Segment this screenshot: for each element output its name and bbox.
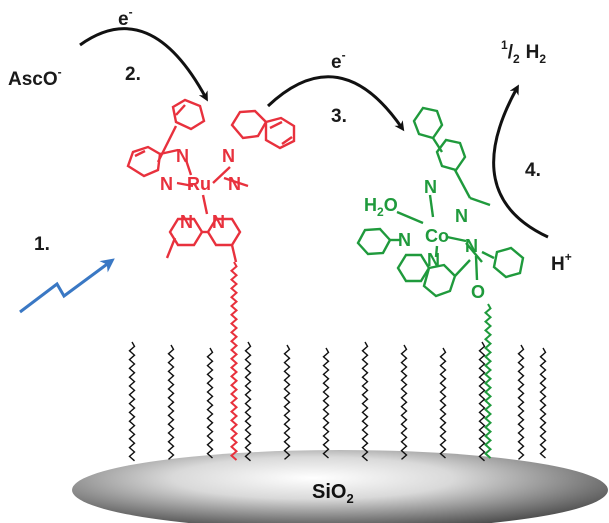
alkyl-chain <box>283 344 291 460</box>
surface-label: SiO2 <box>312 481 354 506</box>
ru-n-top-right: N <box>222 146 235 166</box>
reductant-label: AscO- <box>8 65 62 90</box>
step-2-label: 2. <box>125 64 141 85</box>
silica-surface: SiO2 <box>72 450 608 523</box>
arrow-step2 <box>79 27 208 102</box>
co-n-right: N <box>465 236 478 256</box>
alkyl-chain <box>539 347 547 459</box>
ru-n-right: N <box>228 174 241 194</box>
arrow-step3 <box>266 75 405 132</box>
ru-complex <box>126 98 296 263</box>
alkyl-chain <box>439 347 447 459</box>
co-anchor-o: O <box>471 282 485 302</box>
ru-n-bottom-right: N <box>212 212 225 232</box>
co-water-ligand: H2O <box>364 195 398 219</box>
electron-label-right: e- <box>331 48 346 73</box>
ru-n-bottom-left: N <box>180 212 193 232</box>
alkyl-chain <box>517 344 525 460</box>
co-n-upper-right: N <box>455 206 468 226</box>
co-n-bottom: N <box>427 250 440 270</box>
step-3-label: 3. <box>331 106 347 127</box>
alkyl-chain <box>128 341 136 462</box>
electron-label-left: e- <box>118 5 133 30</box>
step-1-label: 1. <box>34 234 50 255</box>
alkyl-monolayer <box>128 341 547 462</box>
alkyl-chain <box>322 347 330 459</box>
co-n-left: N <box>398 230 411 250</box>
alkyl-chain <box>167 344 175 460</box>
proton-label: H+ <box>551 250 572 275</box>
co-anchor-chain <box>483 303 493 459</box>
ru-atoms: Ru N N N N N N <box>160 146 241 232</box>
ru-n-top-left: N <box>176 146 189 166</box>
alkyl-chain <box>244 341 252 462</box>
co-atoms: Co N N N N N O H2O <box>364 177 485 302</box>
co-n-top: N <box>424 177 437 197</box>
alkyl-chain <box>400 344 408 460</box>
co-metal-label: Co <box>425 226 449 246</box>
alkyl-chain <box>361 341 369 462</box>
arrow-step4 <box>492 84 549 239</box>
alkyl-chain <box>478 341 486 462</box>
ru-metal-label: Ru <box>187 174 211 194</box>
alkyl-chain <box>206 347 214 459</box>
co-complex <box>356 106 525 298</box>
ru-anchor-chain <box>229 261 239 461</box>
ru-n-left: N <box>160 174 173 194</box>
step-4-label: 4. <box>525 160 541 181</box>
light-arrow <box>19 258 115 314</box>
